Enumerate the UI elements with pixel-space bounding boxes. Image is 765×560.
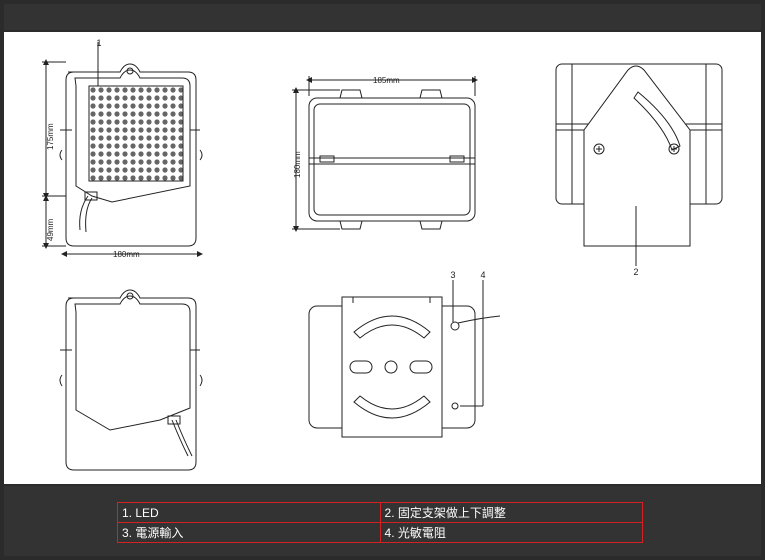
front-view <box>59 63 203 247</box>
legend-table: 1. LED 2. 固定支架做上下調整 3. 電源輸入 4. 光敏電阻 <box>117 502 644 543</box>
callout-2: 2 <box>633 267 638 277</box>
callout-1: 1 <box>96 38 101 48</box>
side-view <box>308 89 476 230</box>
legend-row: 1. LED 2. 固定支架做上下調整 <box>117 502 644 523</box>
front-dimensions <box>42 42 203 257</box>
legend-item-bracket: 2. 固定支架做上下調整 <box>379 502 644 523</box>
dim-height-bottom: 49mm <box>46 218 55 241</box>
callout-4: 4 <box>480 270 485 280</box>
legend-item-photoresistor: 4. 光敏電阻 <box>379 522 644 543</box>
dim-height-side: 180mm <box>293 151 302 178</box>
legend-item-power: 3. 電源輸入 <box>117 522 381 543</box>
dim-width-front: 180mm <box>113 250 140 259</box>
side-dimensions <box>292 76 478 232</box>
callout-3: 3 <box>450 270 455 280</box>
legend-item-led: 1. LED <box>117 502 381 523</box>
dim-height-top: 175mm <box>46 123 55 150</box>
rear-view <box>59 289 203 471</box>
dim-width-side: 185mm <box>373 76 400 85</box>
bracket-view <box>555 63 723 266</box>
legend-row: 3. 電源輸入 4. 光敏電阻 <box>117 522 644 543</box>
top-bar <box>4 4 761 30</box>
bottom-view <box>308 280 501 438</box>
